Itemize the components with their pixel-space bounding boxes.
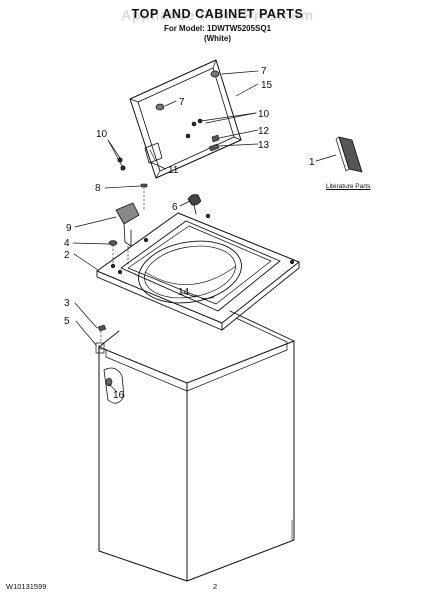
literature-booklet xyxy=(335,136,363,173)
callout-1: 1 xyxy=(309,157,315,168)
callout-5: 5 xyxy=(64,316,70,327)
callout-3: 3 xyxy=(64,298,70,309)
page-number: 2 xyxy=(213,582,218,591)
color-subtitle: (White) xyxy=(203,34,232,43)
lid xyxy=(117,59,242,179)
callout-15: 15 xyxy=(261,80,273,91)
callout-16: 16 xyxy=(113,390,125,401)
callout-labels: 7 15 7 10 12 13 10 11 1 8 6 9 4 2 14 3 5… xyxy=(64,66,315,401)
cabinet xyxy=(95,310,295,582)
model-subtitle: For Model: 1DWTW5205SQ1 xyxy=(163,24,272,33)
page-title: TOP AND CABINET PARTS xyxy=(131,7,304,21)
callout-9: 9 xyxy=(66,223,72,234)
callout-4: 4 xyxy=(64,238,70,249)
callout-10a: 10 xyxy=(258,109,270,120)
callout-11: 11 xyxy=(168,165,179,176)
callout-13: 13 xyxy=(258,140,270,151)
callout-10b: 10 xyxy=(96,129,108,140)
literature-parts-label: Literature Parts xyxy=(326,183,371,190)
callout-2: 2 xyxy=(64,250,70,261)
watermark: Appliance Parts Pros.com xyxy=(121,7,314,23)
callout-14: 14 xyxy=(178,287,190,298)
callout-12: 12 xyxy=(258,126,270,137)
top-panel xyxy=(96,212,300,331)
callout-7b: 7 xyxy=(179,97,185,108)
lid-switch xyxy=(108,183,148,266)
leader-lines xyxy=(72,70,337,393)
callout-7a: 7 xyxy=(261,66,267,77)
callout-8: 8 xyxy=(95,183,101,194)
callout-6: 6 xyxy=(172,202,178,213)
lid-hinge-bracket xyxy=(187,194,202,215)
document-number: W10131599 xyxy=(6,582,47,591)
